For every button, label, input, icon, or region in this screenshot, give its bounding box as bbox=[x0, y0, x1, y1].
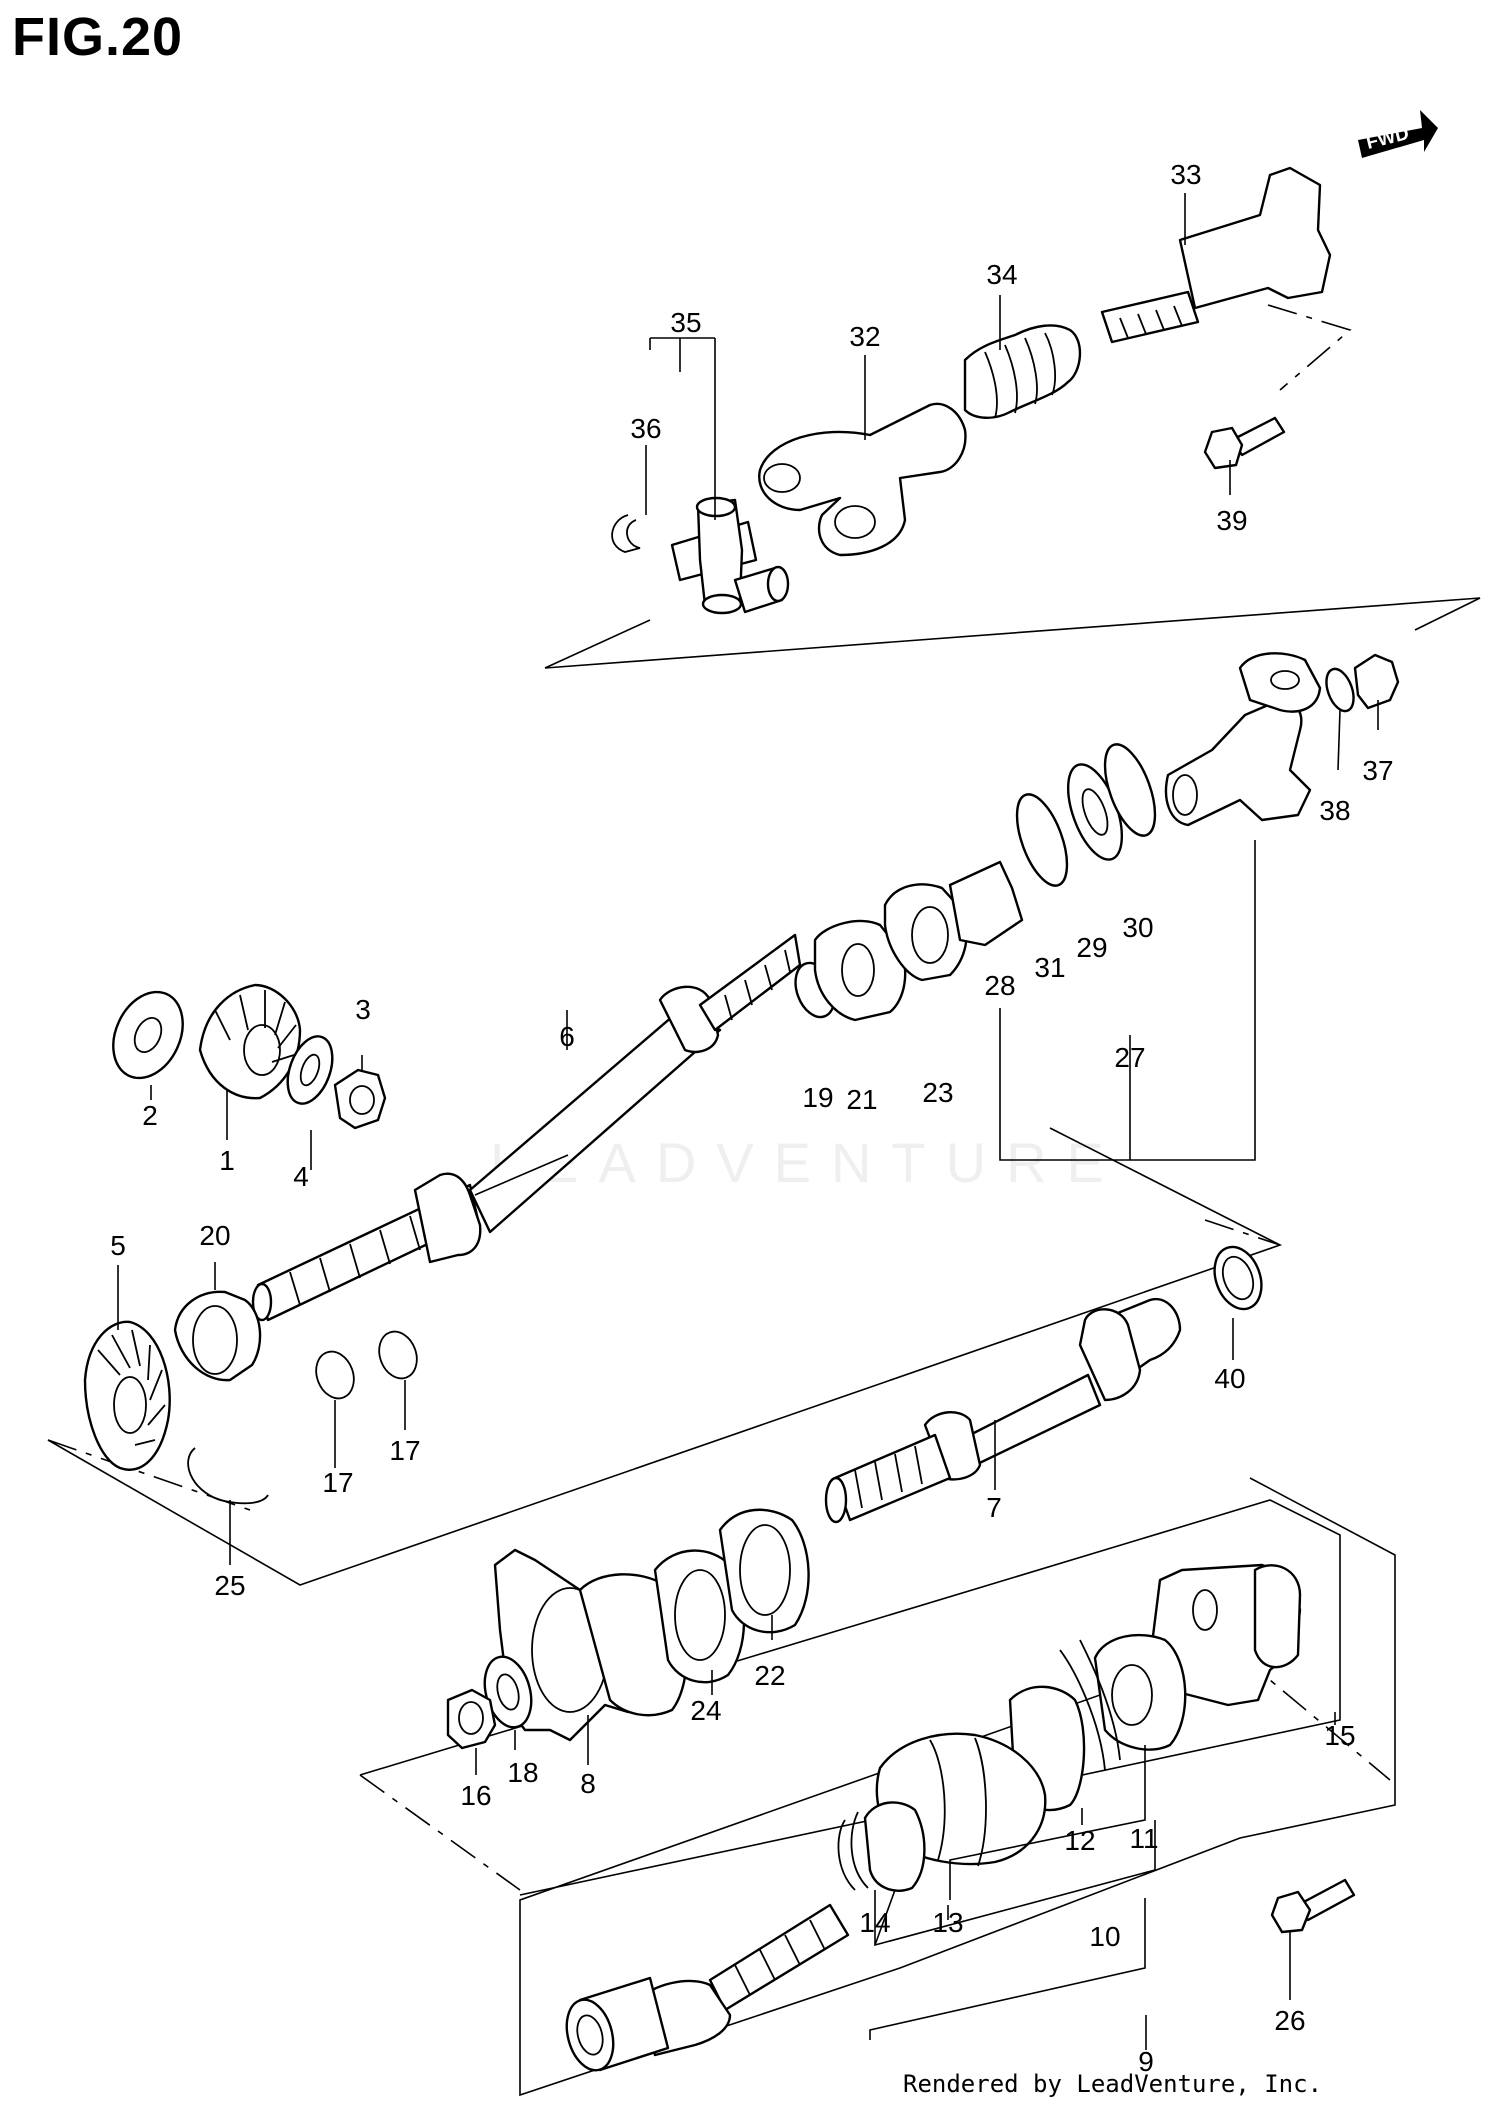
callout-4: 4 bbox=[293, 1161, 309, 1192]
callout-36: 36 bbox=[630, 413, 661, 444]
figure-title: FIG.20 bbox=[12, 7, 184, 67]
callout-6: 6 bbox=[559, 1021, 575, 1052]
callout-5: 5 bbox=[110, 1230, 126, 1261]
callout-22: 22 bbox=[754, 1660, 785, 1691]
callout-30: 30 bbox=[1122, 912, 1153, 943]
callout-18: 18 bbox=[507, 1757, 538, 1788]
callout-10: 10 bbox=[1089, 1921, 1120, 1952]
callout-31: 31 bbox=[1034, 952, 1065, 983]
callout-15: 15 bbox=[1324, 1720, 1355, 1751]
callout-27: 27 bbox=[1114, 1042, 1145, 1073]
leader-lines bbox=[117, 193, 1379, 2050]
callout-17a: 17 bbox=[322, 1467, 353, 1498]
callout-23: 23 bbox=[922, 1077, 953, 1108]
callout-16: 16 bbox=[460, 1780, 491, 1811]
callout-17b: 17 bbox=[389, 1435, 420, 1466]
callout-32: 32 bbox=[849, 321, 880, 352]
callout-26: 26 bbox=[1274, 2005, 1305, 2036]
fwd-badge-label: FWD bbox=[1364, 123, 1411, 154]
rear-joint-assembly bbox=[565, 1563, 1356, 2072]
drive-shaft-assembly bbox=[83, 652, 1400, 1505]
callout-39: 39 bbox=[1216, 505, 1247, 536]
callout-24: 24 bbox=[690, 1695, 721, 1726]
callout-38: 38 bbox=[1319, 795, 1350, 826]
callout-40: 40 bbox=[1214, 1363, 1245, 1394]
render-credit: Rendered by LeadVenture, Inc. bbox=[903, 2070, 1323, 2098]
callout-33: 33 bbox=[1170, 159, 1201, 190]
callout-3: 3 bbox=[355, 994, 371, 1025]
callout-29: 29 bbox=[1076, 932, 1107, 963]
callout-7: 7 bbox=[986, 1492, 1002, 1523]
callout-1: 1 bbox=[219, 1145, 235, 1176]
callout-14: 14 bbox=[859, 1907, 890, 1938]
callout-19: 19 bbox=[802, 1082, 833, 1113]
callout-8: 8 bbox=[580, 1768, 596, 1799]
callout-25: 25 bbox=[214, 1570, 245, 1601]
callout-20: 20 bbox=[199, 1220, 230, 1251]
bearing-housing-assembly bbox=[446, 1508, 810, 1750]
callout-35: 35 bbox=[670, 307, 701, 338]
output-shaft-assembly bbox=[824, 1245, 1263, 1524]
callout-34: 34 bbox=[986, 259, 1017, 290]
callout-11: 11 bbox=[1129, 1823, 1158, 1854]
callout-9: 9 bbox=[1138, 2046, 1154, 2077]
callout-labels: 1 2 3 4 5 6 7 8 9 10 11 12 13 14 15 16 1… bbox=[110, 159, 1393, 2077]
callout-2: 2 bbox=[142, 1100, 158, 1131]
fwd-arrow-icon: FWD bbox=[1358, 110, 1438, 158]
callout-13: 13 bbox=[932, 1907, 963, 1938]
callout-21: 21 bbox=[846, 1084, 877, 1115]
callout-28: 28 bbox=[984, 970, 1015, 1001]
callout-37: 37 bbox=[1362, 755, 1393, 786]
front-propeller-shaft-assembly bbox=[611, 166, 1332, 615]
callout-12: 12 bbox=[1064, 1825, 1095, 1856]
